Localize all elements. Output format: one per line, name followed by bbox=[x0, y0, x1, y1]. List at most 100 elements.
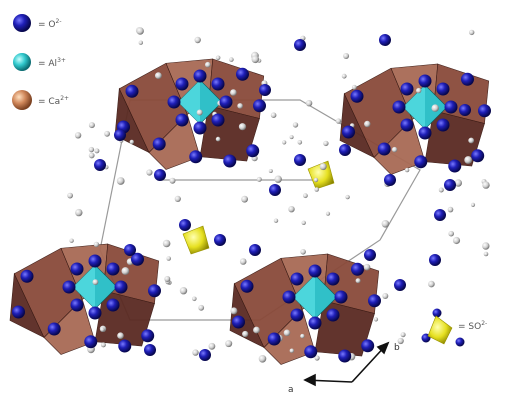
legend-item-oxygen: = O2- bbox=[13, 14, 61, 32]
hydrogen-atom bbox=[121, 267, 130, 275]
hydrogen-atom bbox=[230, 307, 238, 315]
hydrogen-atom bbox=[301, 220, 306, 225]
hydrogen-atom bbox=[75, 208, 83, 217]
hydrogen-atom bbox=[313, 177, 319, 183]
hydrogen-atom bbox=[116, 177, 125, 185]
hydrogen-atom bbox=[297, 140, 303, 145]
oxygen-atom bbox=[392, 100, 406, 114]
oxygen-atom bbox=[193, 69, 207, 83]
hydrogen-atom bbox=[300, 333, 305, 339]
hydrogen-atom bbox=[303, 193, 308, 199]
hydrogen-atom bbox=[162, 239, 171, 248]
legend-sup-aluminium: 3+ bbox=[57, 57, 66, 64]
hydrogen-atom bbox=[323, 140, 329, 147]
hydrogen-atom bbox=[335, 118, 342, 124]
hydrogen-atom bbox=[391, 146, 398, 153]
hydrogen-atom bbox=[482, 242, 490, 250]
oxygen-atom bbox=[88, 306, 102, 320]
hydrogen-atom bbox=[381, 220, 390, 228]
oxygen-atom bbox=[308, 264, 322, 278]
oxygen-atom bbox=[70, 262, 84, 276]
hydrogen-atom bbox=[67, 192, 73, 199]
hydrogen-atom bbox=[283, 329, 291, 337]
oxygen-atom bbox=[175, 113, 189, 127]
aluminium-octahedra bbox=[72, 79, 448, 320]
oxygen-atom bbox=[223, 154, 237, 168]
oxygen-atom bbox=[47, 322, 61, 336]
hydrogen-atom bbox=[192, 349, 199, 356]
al-octahedron-face bbox=[73, 265, 95, 309]
hydrogen-atom bbox=[404, 167, 410, 173]
hydrogen-atom bbox=[129, 139, 134, 145]
hydrogen-atom bbox=[274, 175, 282, 183]
oxygen-atom bbox=[418, 126, 432, 140]
oxygen-atom bbox=[338, 349, 352, 363]
hydrogen-atom bbox=[251, 55, 260, 64]
hydrogen-atom bbox=[179, 287, 188, 295]
hydrogen-atom bbox=[198, 304, 205, 311]
sulfate-tetrahedron bbox=[182, 225, 210, 255]
hydrogen-atom bbox=[314, 355, 320, 361]
hydrogen-atom bbox=[416, 87, 422, 94]
hydrogen-atom bbox=[192, 296, 197, 302]
calcium-sphere-icon bbox=[12, 90, 32, 110]
oxygen-atom bbox=[125, 84, 139, 98]
oxygen-atom bbox=[304, 345, 318, 359]
sulfate-groups bbox=[182, 160, 335, 255]
hydrogen-atom bbox=[469, 29, 475, 36]
hydrogen-atom bbox=[258, 355, 267, 363]
legend-label-oxygen: = O bbox=[38, 20, 56, 30]
hydrogen-atom bbox=[325, 211, 331, 216]
hydrogen-atom bbox=[351, 84, 357, 90]
oxygen-atom bbox=[144, 344, 156, 356]
oxygen-atom bbox=[189, 150, 203, 164]
oxygen-atom bbox=[308, 316, 322, 330]
oxygen-atom bbox=[414, 155, 428, 169]
ca-polyhedron-face bbox=[9, 272, 45, 339]
hydrogen-atom bbox=[88, 146, 95, 153]
oxygen-atom bbox=[199, 349, 211, 361]
oxygen-atom bbox=[88, 254, 102, 268]
oxygen-atom bbox=[379, 34, 391, 46]
oxygen-atom bbox=[384, 174, 396, 186]
oxygen-atom bbox=[400, 82, 414, 96]
oxygen-atom bbox=[240, 279, 254, 293]
oxygen-atom bbox=[351, 262, 364, 276]
axis-b-arrowhead bbox=[376, 341, 390, 355]
hydrogen-atom bbox=[169, 177, 176, 184]
hydrogen-atom bbox=[100, 342, 106, 348]
hydrogen-atom bbox=[268, 169, 273, 173]
hydrogen-atom bbox=[363, 263, 371, 271]
oxygen-atom bbox=[436, 82, 450, 96]
hydrogen-atom bbox=[482, 181, 490, 189]
oxygen-atom bbox=[94, 159, 106, 171]
hydrogen-atom bbox=[194, 36, 201, 44]
oxygen-atom bbox=[141, 329, 155, 343]
oxygen-atom bbox=[167, 95, 181, 109]
oxygen-atom bbox=[219, 95, 233, 109]
aluminium-sphere-icon bbox=[13, 53, 31, 71]
oxygen-atom bbox=[259, 84, 271, 96]
hydrogen-atom bbox=[470, 202, 476, 207]
oxygen-atom bbox=[429, 254, 441, 266]
hydrogen-atom bbox=[364, 120, 371, 128]
hydrogen-atom bbox=[300, 249, 306, 255]
al-octahedron-face bbox=[178, 80, 200, 124]
hydrogen-atom bbox=[215, 55, 221, 61]
hydrogen-atom bbox=[305, 100, 313, 107]
oxygen-atom bbox=[294, 154, 306, 166]
hydrogen-atom bbox=[93, 241, 100, 248]
oxygen-atom bbox=[282, 290, 296, 304]
hydrogen-atom bbox=[270, 112, 277, 118]
oxygen-atom bbox=[434, 209, 446, 221]
hydrogen-atom bbox=[174, 195, 181, 202]
oxygen-atom bbox=[400, 118, 414, 132]
hydrogen-atom bbox=[464, 156, 473, 164]
oxygen-atom bbox=[118, 339, 132, 353]
hydrogen-atom bbox=[146, 169, 153, 176]
oxygen-atom bbox=[154, 169, 166, 181]
oxygen-atom bbox=[461, 72, 474, 86]
hydrogen-atom bbox=[382, 293, 389, 299]
oxygen-atom bbox=[232, 315, 245, 329]
